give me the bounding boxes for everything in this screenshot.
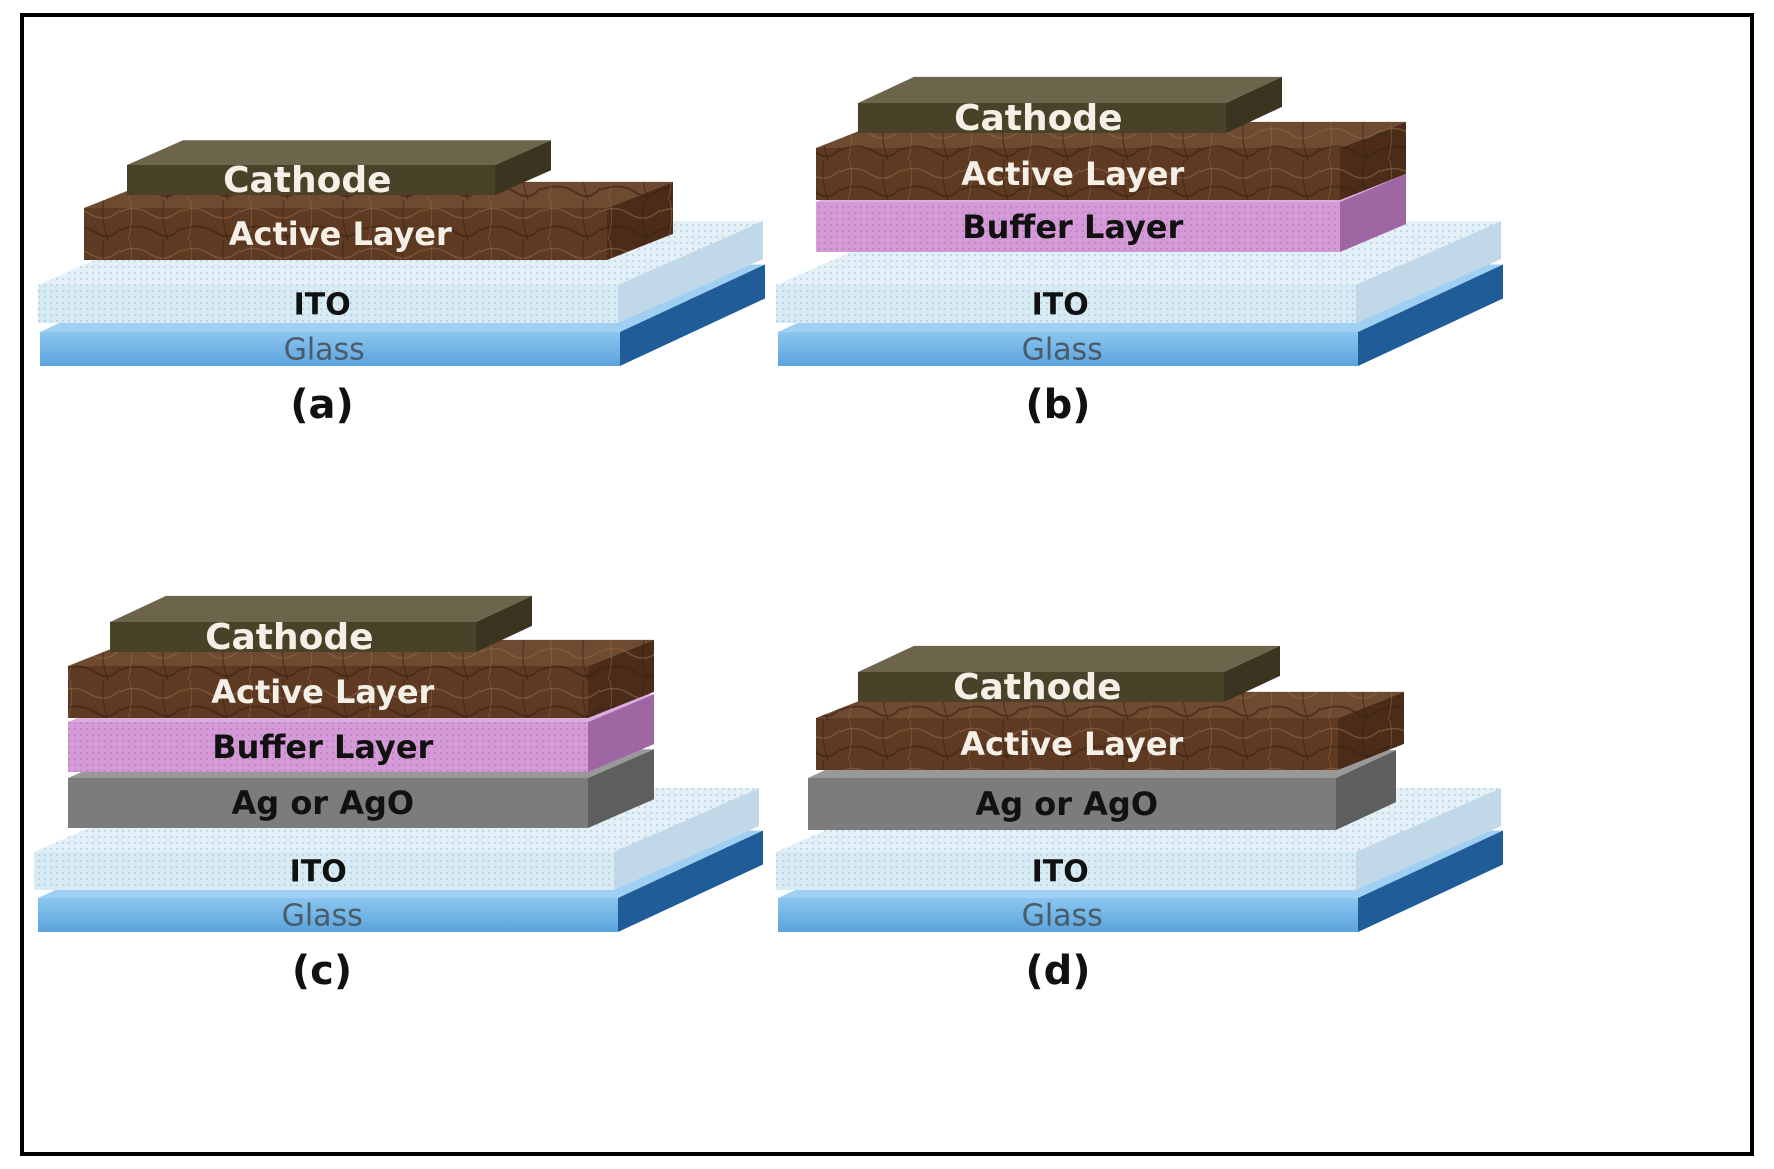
glass-front-face — [40, 332, 620, 366]
active-texture — [68, 666, 588, 718]
panel-caption: (a) — [290, 382, 354, 428]
panel-d: Glass ITO Ag or AgO Active Layer Cathode (d) — [776, 645, 1503, 994]
buffer-side-face — [1340, 174, 1406, 252]
ag-side-face — [1336, 750, 1396, 830]
layer-label-glass: Glass — [282, 899, 363, 934]
ito-side-face — [1356, 221, 1501, 323]
layer-label-glass: Glass — [1022, 899, 1103, 934]
active-texture — [84, 208, 607, 260]
layer-label-ito: ITO — [1032, 288, 1089, 323]
layer-active: Active Layer — [816, 691, 1404, 770]
layer-label-active: Active Layer — [229, 215, 452, 253]
cathode-front-face — [858, 103, 1226, 133]
layer-label-ag: Ag or AgO — [975, 785, 1158, 823]
buffer-texture — [816, 202, 1340, 252]
panel-b: Glass ITO Buffer Layer Active Layer Cathode (… — [776, 76, 1503, 428]
glass-side-face — [1358, 830, 1503, 932]
ag-front-face — [68, 778, 588, 828]
glass-side-face — [620, 264, 765, 366]
layer-label-active: Active Layer — [960, 725, 1183, 763]
layer-label-cathode: Cathode — [953, 667, 1121, 708]
cathode-side-face — [1226, 76, 1282, 133]
ag-side-face — [588, 749, 654, 828]
cathode-top-face — [858, 76, 1282, 103]
glass-front-face — [778, 898, 1358, 932]
active-texture — [816, 718, 1338, 770]
active-texture — [816, 148, 1340, 200]
cathode-front-face — [110, 622, 476, 652]
layer-label-cathode: Cathode — [954, 98, 1122, 139]
layer-label-glass: Glass — [284, 333, 365, 368]
cathode-front-face — [858, 672, 1224, 702]
glass-side-face — [1358, 264, 1503, 366]
layer-active: Active Layer — [816, 121, 1406, 200]
cathode-top-face — [110, 595, 532, 622]
layer-label-cathode: Cathode — [205, 617, 373, 658]
layer-cathode: Cathode — [127, 140, 551, 201]
cathode-front-face — [127, 165, 495, 195]
layer-label-ito: ITO — [1032, 855, 1089, 890]
glass-front-face — [778, 332, 1358, 366]
ag-front-face — [808, 778, 1336, 830]
active-side-texture — [607, 181, 673, 260]
ito-side-face — [1356, 788, 1501, 890]
cathode-side-face — [495, 140, 551, 195]
active-side-texture — [588, 639, 654, 718]
layer-label-buffer: Buffer Layer — [212, 728, 433, 766]
layer-cathode: Cathode — [858, 76, 1282, 139]
layer-label-ag: Ag or AgO — [232, 784, 415, 822]
layer-label-active: Active Layer — [961, 155, 1184, 193]
ito-texture — [776, 852, 1356, 890]
buffer-texture — [68, 722, 588, 772]
buffer-side-face — [588, 694, 654, 772]
layer-label-cathode: Cathode — [223, 160, 391, 201]
ito-texture — [34, 852, 614, 890]
ito-texture — [38, 285, 618, 323]
layer-cathode: Cathode — [858, 645, 1280, 708]
cathode-top-face — [127, 140, 551, 165]
cathode-side-face — [476, 595, 532, 652]
layer-label-ito: ITO — [290, 855, 347, 890]
panel-caption: (b) — [1025, 382, 1090, 428]
ito-side-face — [618, 221, 763, 323]
glass-side-face — [618, 830, 763, 932]
cathode-side-face — [1224, 645, 1280, 702]
glass-front-face — [38, 898, 618, 932]
active-side-texture — [1338, 691, 1404, 770]
layer-label-active: Active Layer — [211, 673, 434, 711]
ito-side-face — [614, 788, 759, 890]
panel-a: Glass ITO Active Layer Cathode (a) — [38, 140, 765, 428]
layer-label-ito: ITO — [294, 288, 351, 323]
panel-c: Glass ITO Ag or AgO Buffer Layer Active Laye… — [34, 595, 763, 994]
layer-label-glass: Glass — [1022, 333, 1103, 368]
ito-texture — [776, 285, 1356, 323]
layer-label-buffer: Buffer Layer — [962, 208, 1183, 246]
active-side-texture — [1340, 121, 1406, 200]
cathode-top-face — [858, 645, 1280, 672]
layer-cathode: Cathode — [110, 595, 532, 658]
layer-active: Active Layer — [68, 639, 654, 718]
panel-caption: (c) — [292, 948, 352, 994]
panel-caption: (d) — [1025, 948, 1090, 994]
